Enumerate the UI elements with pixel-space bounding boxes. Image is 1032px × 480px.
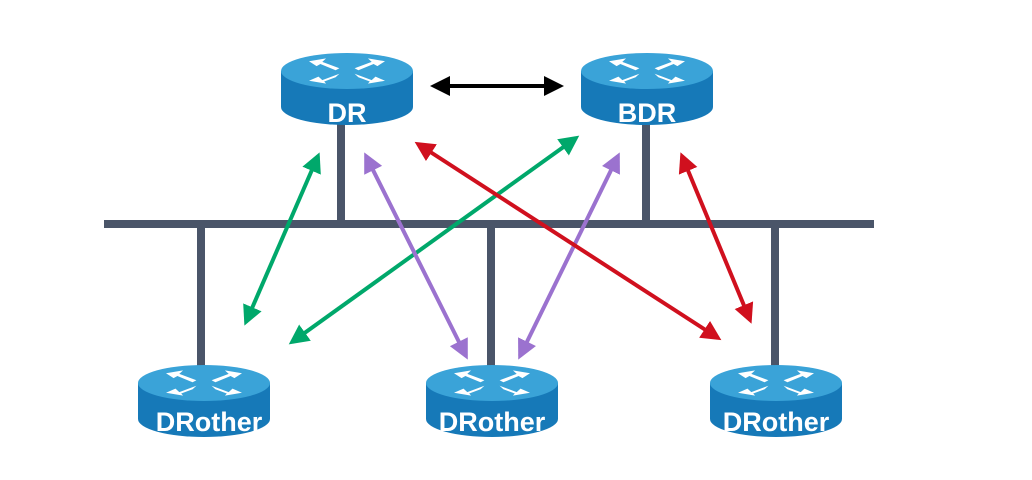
drother-2-link <box>487 224 495 374</box>
router-top <box>426 365 558 401</box>
adjacency-dr-drother-3 <box>414 141 722 341</box>
router-label: DR <box>328 98 367 128</box>
adjacency-bdr-drother-1 <box>288 135 580 345</box>
router-label: DRother <box>723 407 830 437</box>
router-bdr: BDR <box>581 53 713 128</box>
dr-link <box>337 124 345 224</box>
drother-1-link <box>197 224 205 374</box>
bdr-link <box>642 124 650 224</box>
router-drother-3: DRother <box>710 365 842 437</box>
router-label: DRother <box>156 407 263 437</box>
router-label: BDR <box>618 98 677 128</box>
router-label: DRother <box>439 407 546 437</box>
drother-3-link <box>771 224 779 374</box>
network-segment <box>104 124 874 374</box>
router-drother-2: DRother <box>426 365 558 437</box>
router-top <box>138 365 270 401</box>
router-top <box>581 53 713 89</box>
adjacency-arrows <box>243 76 754 360</box>
router-top <box>281 53 413 89</box>
router-dr: DR <box>281 53 413 128</box>
adjacency-bdr-drother-2 <box>518 152 620 360</box>
adjacency-dr-drother-2 <box>364 152 468 360</box>
router-top <box>710 365 842 401</box>
adjacency-dr-drother-1 <box>243 152 321 326</box>
adjacency-bdr-drother-3 <box>678 152 754 324</box>
router-drother-1: DRother <box>138 365 270 437</box>
